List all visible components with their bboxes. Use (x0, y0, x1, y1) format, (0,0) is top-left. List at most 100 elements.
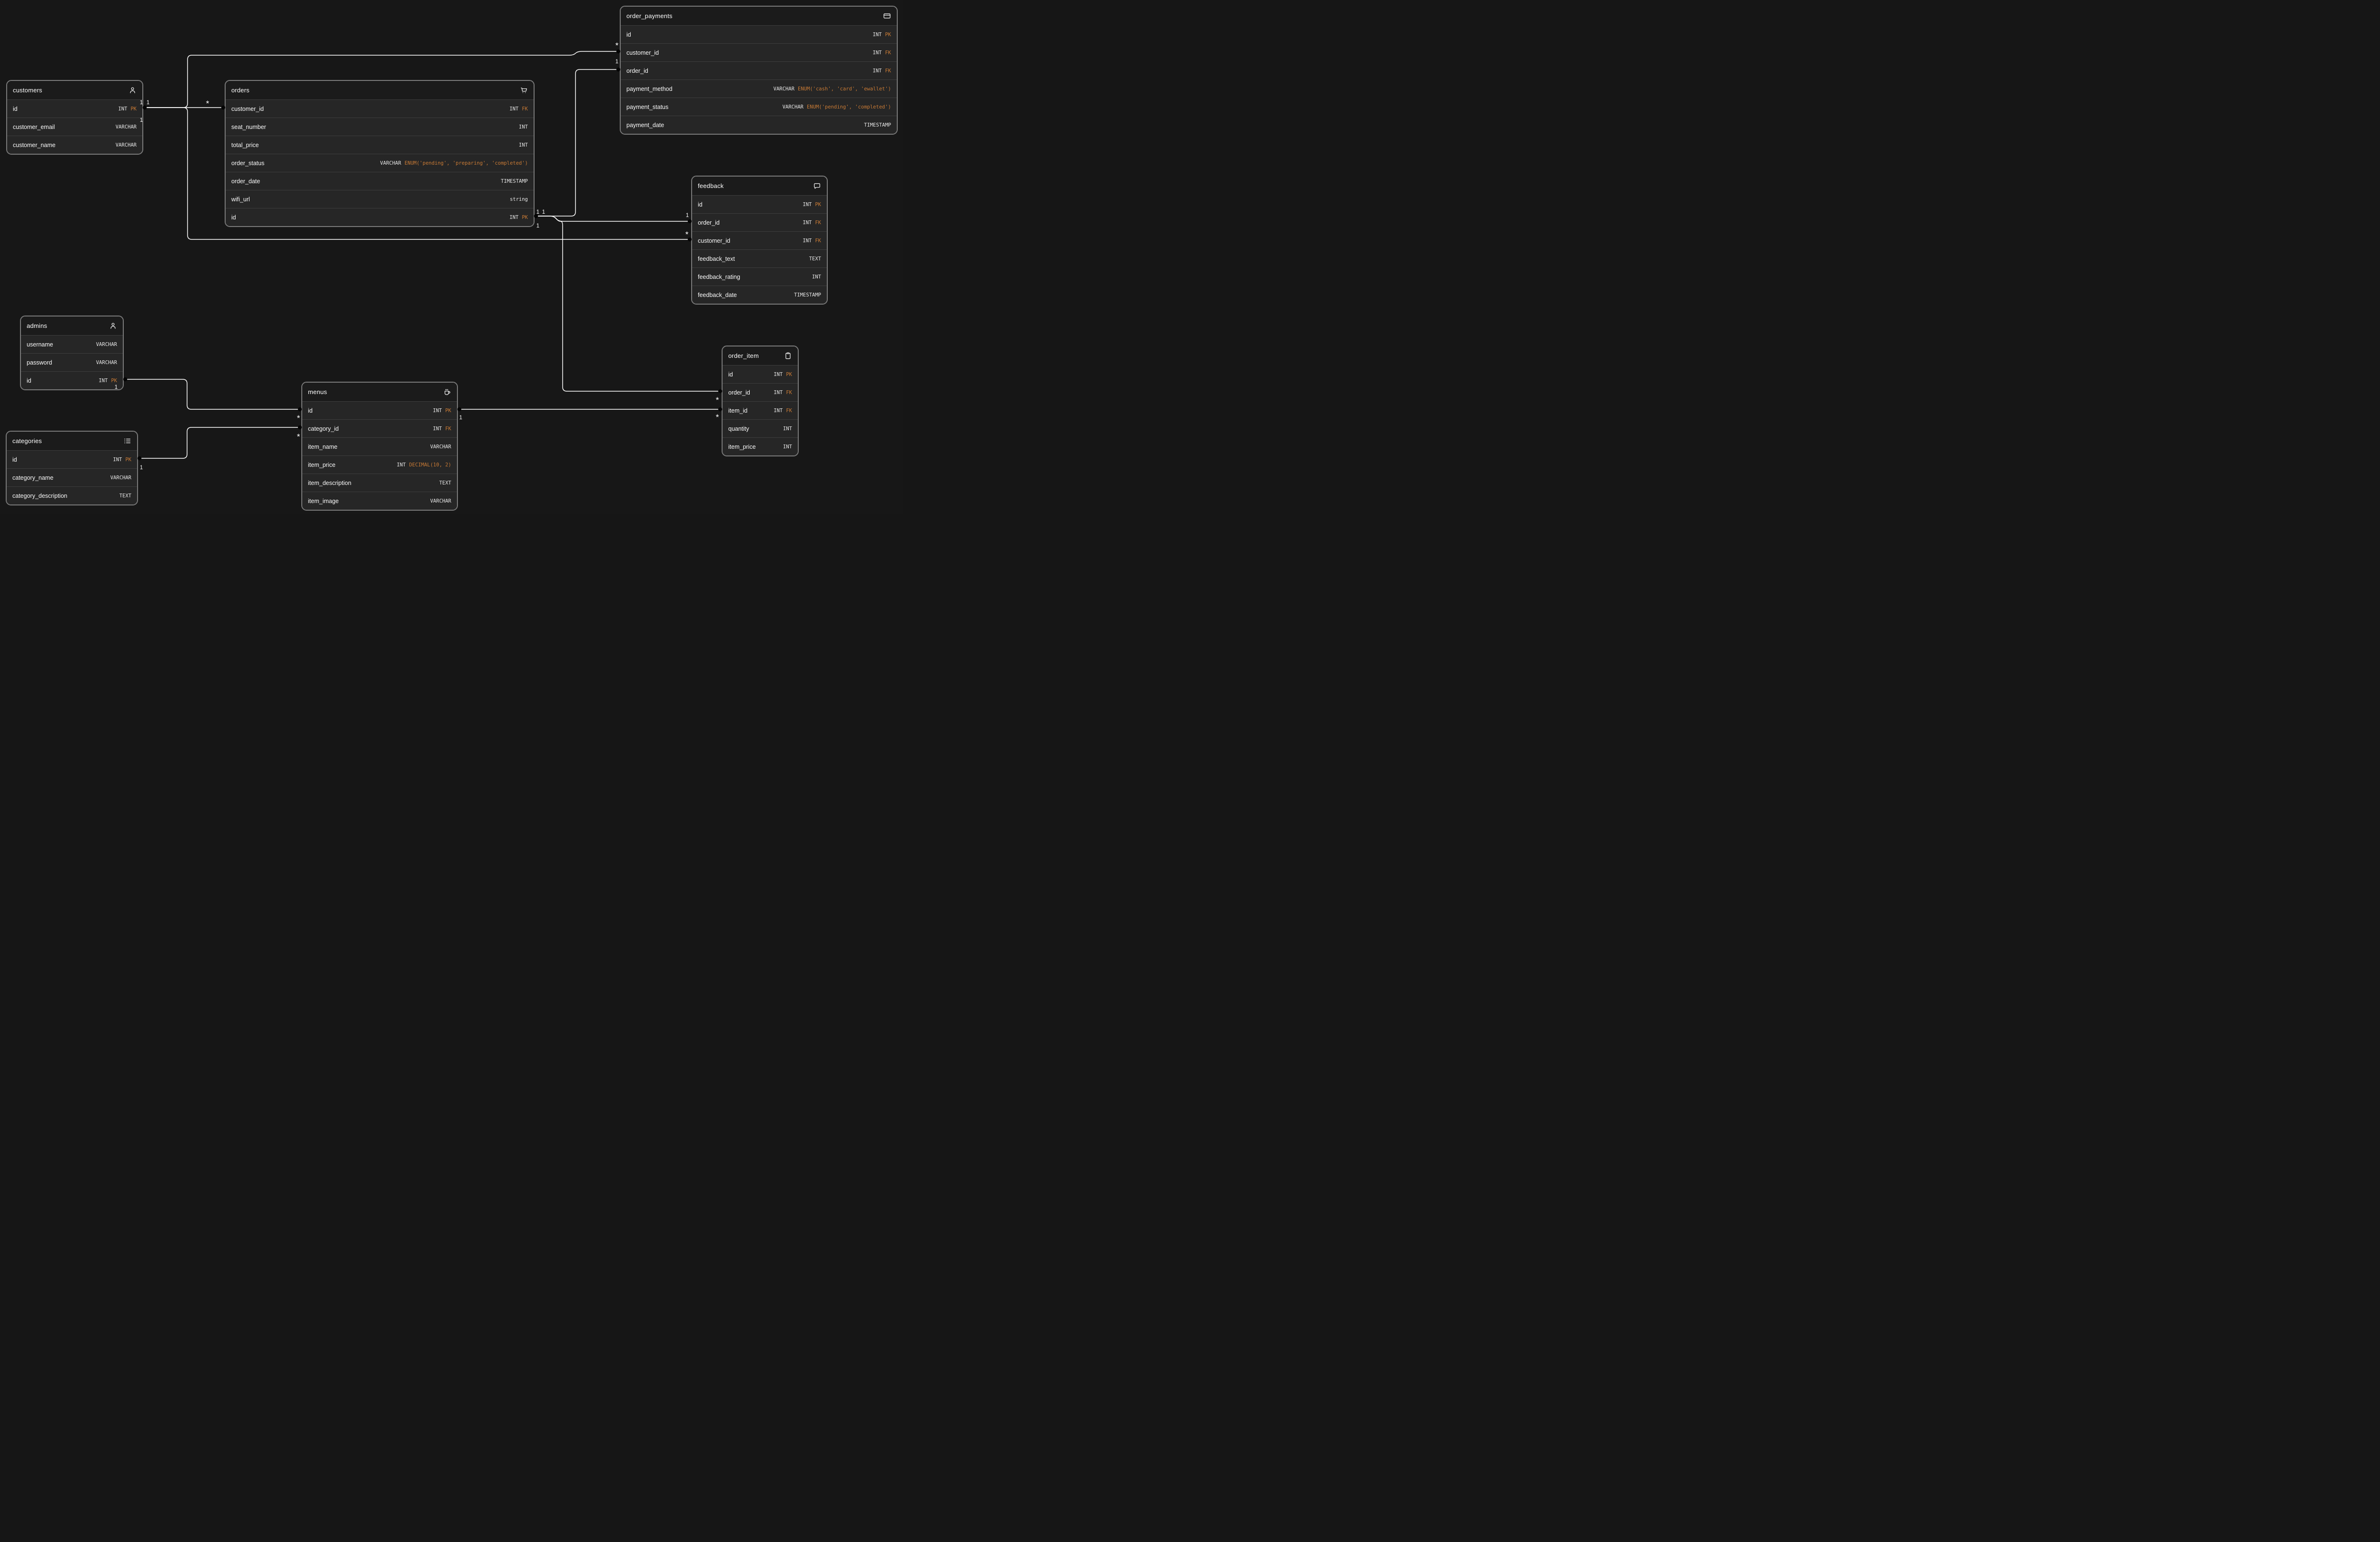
field-type: INT (99, 377, 108, 384)
list-icon (123, 437, 131, 445)
field-type-group: TEXT (439, 480, 451, 486)
field-key-badge: PK (885, 31, 891, 38)
connection-dot (142, 105, 147, 110)
field-type: INT (519, 142, 528, 148)
clipboard-icon (784, 352, 792, 360)
field-key-badge: PK (130, 106, 137, 112)
table-header-orders[interactable]: orders (226, 81, 534, 99)
field-name: customer_id (698, 237, 731, 244)
field-type: INT (803, 201, 812, 208)
chat-icon (813, 182, 821, 190)
field-type: INT (509, 214, 519, 220)
field-name: order_id (626, 67, 648, 74)
field-type: INT (509, 106, 519, 112)
field-name: id (308, 407, 313, 414)
table-header-order_payments[interactable]: order_payments (621, 7, 897, 25)
table-header-feedback[interactable]: feedback (692, 177, 827, 195)
field-type-extra: DECIMAL(10, 2) (409, 462, 451, 468)
person-icon (109, 322, 117, 330)
table-header-admins[interactable]: admins (21, 316, 123, 335)
field-type: TIMESTAMP (864, 122, 891, 128)
cardinality-label: * (615, 41, 619, 50)
cardinality-label: 1 (147, 100, 149, 106)
field-type: INT (812, 274, 821, 280)
relationship-admins.id-to-menus.id[interactable] (123, 379, 302, 410)
field-name: quantity (728, 425, 749, 432)
table-name: menus (308, 388, 327, 395)
connection-dot (137, 456, 142, 461)
field-type: TIMESTAMP (794, 292, 821, 298)
field-type: TIMESTAMP (501, 178, 528, 184)
table-header-order_item[interactable]: order_item (723, 346, 798, 365)
field-name: item_price (308, 461, 336, 468)
connection-dot (534, 214, 538, 218)
field-type-extra: ENUM('pending', 'preparing', 'completed'… (404, 160, 528, 166)
relationship-categories.id-to-menus.category_id[interactable] (138, 427, 302, 459)
relationship-orders.id-to-feedback.order_id[interactable] (534, 216, 692, 222)
field-name: id (13, 105, 18, 112)
connection-dot (142, 105, 147, 110)
table-header-customers[interactable]: customers (7, 81, 142, 99)
field-type-group: VARCHAR (96, 360, 117, 366)
table-header-menus[interactable]: menus (302, 383, 457, 401)
relationship-orders.id-to-order_payments.order_id[interactable] (534, 69, 620, 217)
field-key-badge: PK (786, 371, 792, 377)
table-header-categories[interactable]: categories (7, 432, 137, 450)
field-type: TEXT (439, 480, 451, 486)
field-type: VARCHAR (110, 474, 131, 481)
connection-dot (123, 377, 128, 382)
